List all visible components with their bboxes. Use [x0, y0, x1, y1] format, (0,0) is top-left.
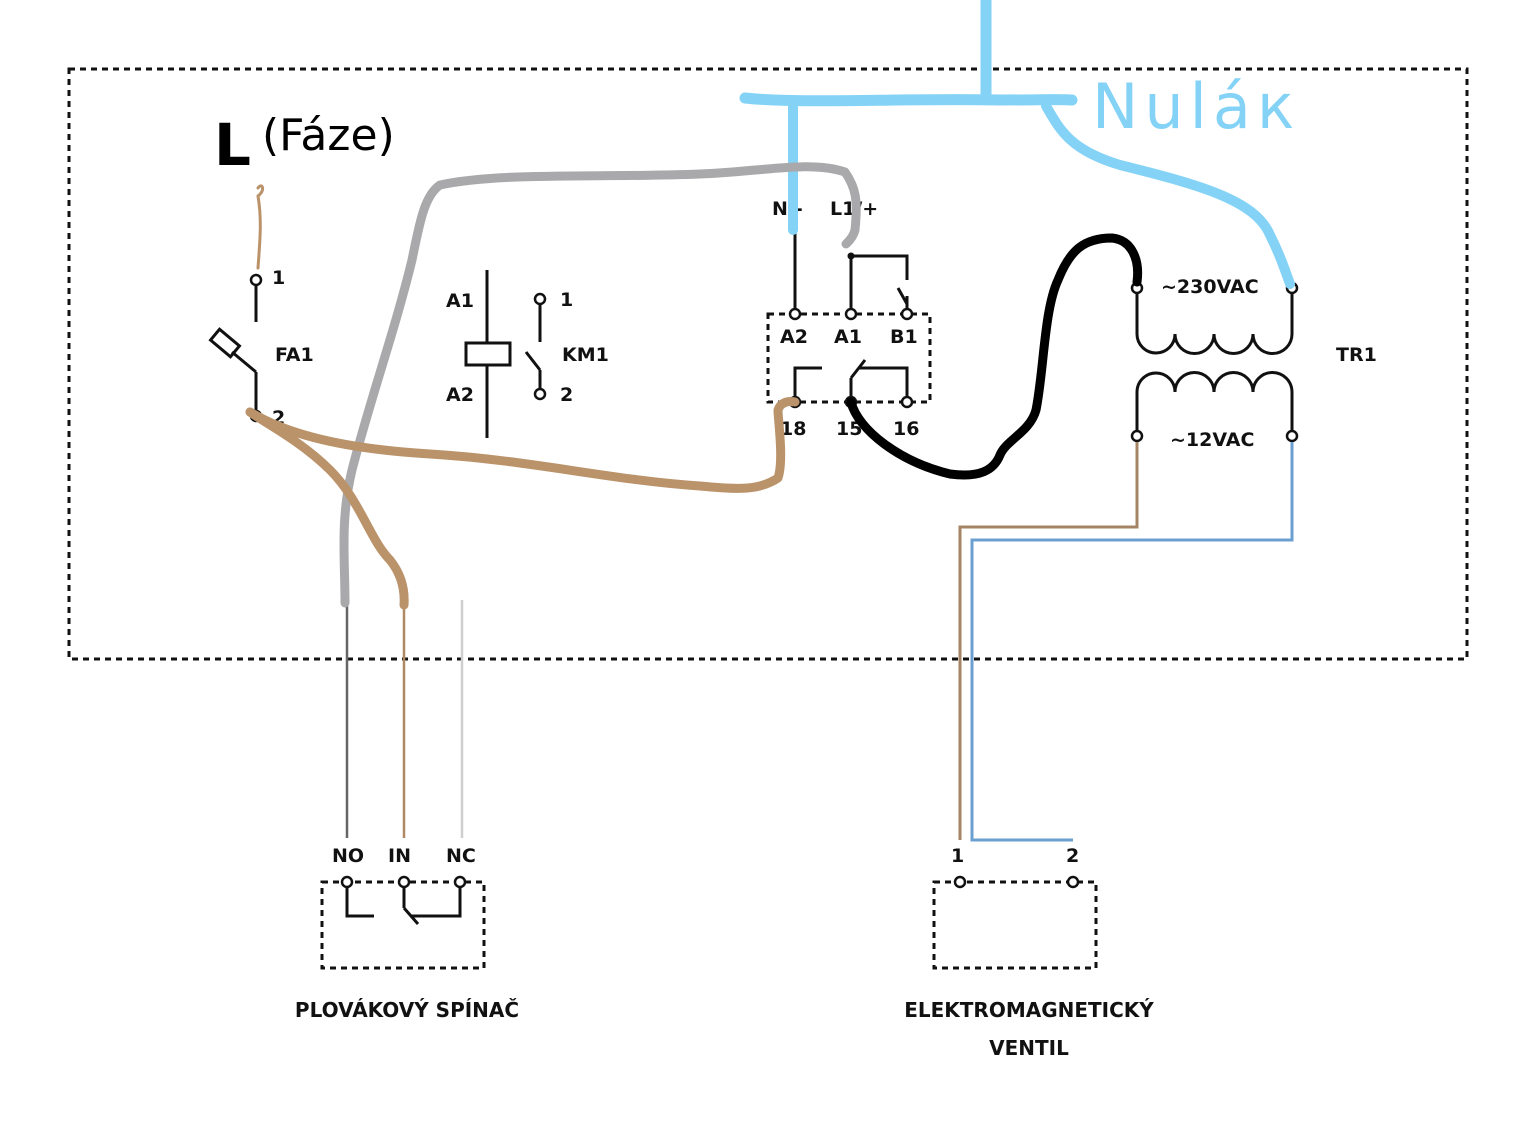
fa1-breaker	[208, 273, 263, 423]
fa1-pin-1: 1	[272, 267, 285, 289]
relay-term-15: 15	[836, 418, 862, 440]
valve-caption-line2: VENTIL	[989, 1036, 1069, 1060]
relay-term-16: 16	[893, 418, 919, 440]
km1-contactor	[464, 270, 547, 438]
km1-pin-2: 2	[560, 384, 573, 406]
tr1-secondary-label: ~12VAC	[1170, 429, 1254, 451]
relay-term-18: 18	[780, 418, 806, 440]
phase-label: L	[214, 111, 251, 179]
float-switch-caption: PLOVÁKOVÝ SPÍNAČ	[295, 998, 519, 1022]
valve-term-2: 2	[1066, 845, 1079, 867]
km1-pin-1: 1	[560, 289, 573, 311]
float-term-nc: NC	[446, 845, 476, 867]
valve-caption-line1: ELEKTROMAGNETICKÝ	[904, 998, 1154, 1022]
relay-term-b1: B1	[890, 326, 918, 348]
fa1-label: FA1	[275, 344, 314, 366]
float-term-no: NO	[332, 845, 364, 867]
km1-label: KM1	[562, 344, 609, 366]
tr1-primary-label: ~230VAC	[1161, 276, 1259, 298]
phase-note: (Fáze)	[262, 110, 395, 161]
relay-term-a1: A1	[834, 326, 862, 348]
level-relay	[766, 230, 932, 409]
valve-term-1: 1	[951, 845, 964, 867]
float-term-in: IN	[388, 845, 411, 867]
solenoid-valve	[932, 875, 1098, 970]
km1-a1-label: A1	[446, 290, 474, 312]
relay-supply-neg: N/-	[772, 198, 803, 220]
hand-drawn-wires	[245, 0, 1295, 610]
relay-term-a2: A2	[780, 326, 808, 348]
transformer-tr1	[1130, 281, 1299, 443]
float-switch	[320, 875, 486, 970]
neutral-note: Nuláк	[1092, 70, 1300, 143]
tr1-label: TR1	[1336, 344, 1377, 366]
enclosure-border	[67, 67, 1469, 661]
thin-wires	[345, 442, 1294, 842]
km1-a2-label: A2	[446, 384, 474, 406]
